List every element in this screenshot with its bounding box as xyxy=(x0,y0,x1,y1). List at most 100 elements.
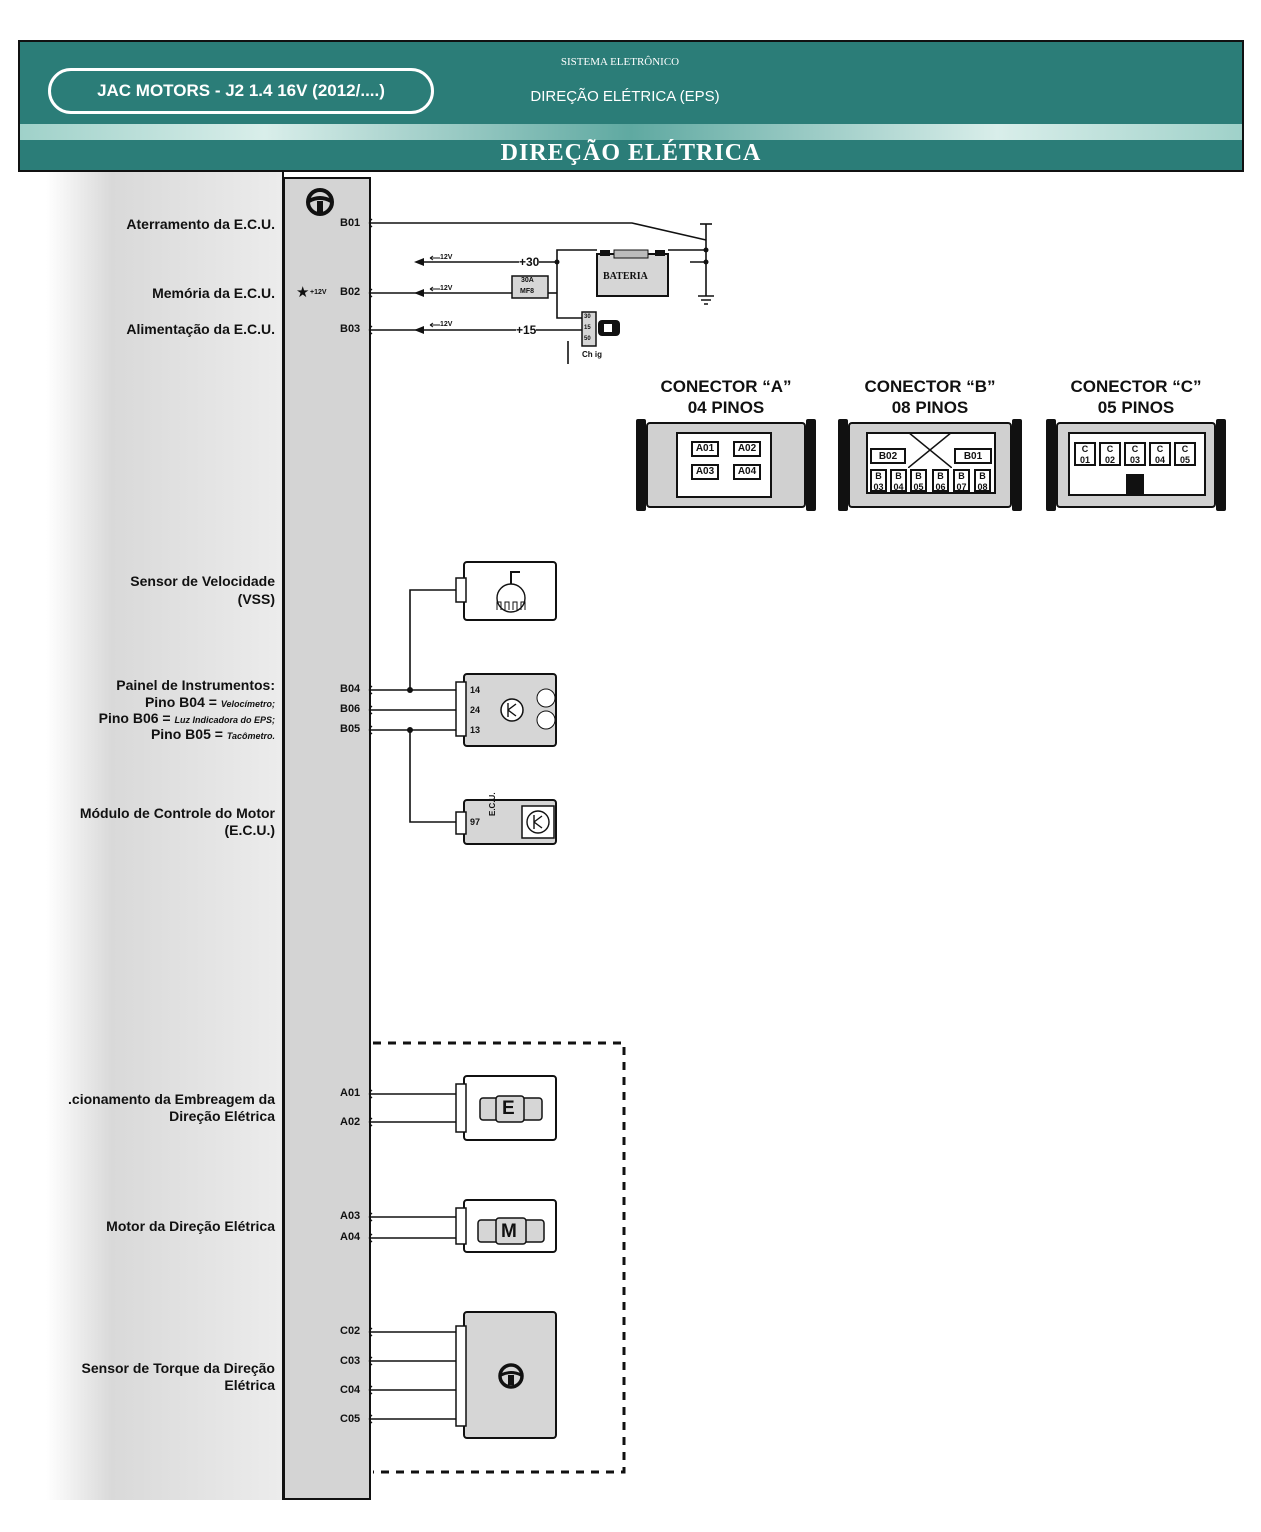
pin-b02: B02 xyxy=(340,286,361,298)
panel-pin-13: 13 xyxy=(470,725,481,735)
label-torque: Sensor de Torque da Direção xyxy=(81,1360,275,1376)
connector-c-cell: C 01 xyxy=(1074,442,1096,466)
label-panel-b05: Pino B05 = Tacômetro. xyxy=(151,726,275,742)
connector-a-cell: A01 xyxy=(691,441,719,457)
pin-a04: A04 xyxy=(340,1231,361,1243)
connector-c-latch-left xyxy=(1046,419,1056,511)
connector-c-latch-right xyxy=(1216,419,1226,511)
label-clutch: .cionamento da Embreagem da xyxy=(68,1091,275,1107)
engine-ecu-icon xyxy=(455,799,557,845)
steering-wheel-icon xyxy=(306,188,334,216)
ecm-pin-97: 97 xyxy=(470,817,481,827)
label-vss: Sensor de Velocidade xyxy=(130,573,275,589)
connector-a-cell: A04 xyxy=(733,464,761,480)
label-panel-b06-desc: Luz Indicadora do EPS; xyxy=(174,715,275,725)
connector-b-latch-left xyxy=(838,419,848,511)
terminal-15: +15 xyxy=(516,323,537,337)
fuse-name: MF8 xyxy=(520,288,534,295)
header-banner xyxy=(18,40,1244,172)
vss-sensor-icon xyxy=(455,561,557,621)
pin-c02: C02 xyxy=(340,1325,361,1337)
connector-b-keyway-icon xyxy=(908,432,952,468)
motor-letter: M xyxy=(501,1221,517,1242)
label-clutch-2: Direção Elétrica xyxy=(169,1108,275,1124)
connector-c-cell: C 02 xyxy=(1099,442,1121,466)
connector-c-key xyxy=(1126,474,1144,496)
connector-b-top-cell: B01 xyxy=(954,448,992,464)
connector-a-title: CONECTOR “A” 04 PINOS xyxy=(636,376,816,418)
pin-b01: B01 xyxy=(340,217,361,229)
clutch-actuator-icon xyxy=(455,1075,557,1141)
header-gradient-band xyxy=(20,124,1242,140)
connector-a-cell: A02 xyxy=(733,441,761,457)
pin-b05: B05 xyxy=(340,723,361,735)
ecm-label: E.C.U. xyxy=(488,792,497,816)
label-panel-b04: Pino B04 = Velocímetro; xyxy=(145,694,275,710)
eps-motor-icon xyxy=(455,1199,557,1253)
panel-pin-24: 24 xyxy=(470,705,481,715)
torque-sensor-icon xyxy=(455,1311,557,1439)
label-ground: Aterramento da E.C.U. xyxy=(126,216,275,232)
label-ecm-code: (E.C.U.) xyxy=(224,822,275,838)
label-panel-b06: Pino B06 = Luz Indicadora do EPS; xyxy=(99,710,275,726)
connector-b-cell: B 03 xyxy=(870,469,887,492)
voltage-memory: 12V xyxy=(440,285,453,292)
label-panel-b04-pin: Pino B04 = xyxy=(144,694,221,710)
label-panel: Painel de Instrumentos: xyxy=(116,677,275,693)
ignition-15: 15 xyxy=(584,325,591,331)
connector-c-pincount: 05 PINOS xyxy=(1097,398,1175,417)
battery-icon xyxy=(596,249,669,297)
system-label: SISTEMA ELETRÔNICO xyxy=(560,56,680,68)
pin-b03: B03 xyxy=(340,323,361,335)
label-power: Alimentação da E.C.U. xyxy=(126,321,275,337)
eps-group-boundary xyxy=(373,1041,626,1474)
connector-a-pincount: 04 PINOS xyxy=(687,398,765,417)
connector-c-title: CONECTOR “C” 05 PINOS xyxy=(1046,376,1226,418)
connector-c-name: CONECTOR “C” xyxy=(1070,377,1202,396)
label-vss-code: (VSS) xyxy=(237,591,275,607)
connector-b-title: CONECTOR “B” 08 PINOS xyxy=(838,376,1022,418)
pin-c04: C04 xyxy=(340,1384,361,1396)
ignition-50: 50 xyxy=(584,336,591,342)
ignition-switch-icon xyxy=(581,311,620,347)
ignition-label: Ch ig xyxy=(582,350,602,359)
pin-c03: C03 xyxy=(340,1355,361,1367)
label-motor: Motor da Direção Elétrica xyxy=(106,1218,275,1234)
connector-c-cell: C 04 xyxy=(1149,442,1171,466)
connector-c-cell: C 03 xyxy=(1124,442,1146,466)
memory-star-icon: ★ xyxy=(296,284,310,301)
connector-b-cell: B 05 xyxy=(910,469,927,492)
label-panel-b04-desc: Velocímetro; xyxy=(220,699,275,709)
connector-c-cell: C 05 xyxy=(1174,442,1196,466)
label-panel-b05-desc: Tacômetro. xyxy=(226,731,275,741)
pin-b04: B04 xyxy=(340,683,361,695)
label-torque-2: Elétrica xyxy=(224,1377,275,1393)
connector-b-cell: B 08 xyxy=(974,469,991,492)
terminal-30: +30 xyxy=(519,255,540,269)
voltage-15: 12V xyxy=(440,321,453,328)
pin-a03: A03 xyxy=(340,1210,361,1222)
connector-b-cell: B 04 xyxy=(890,469,907,492)
section-title: DIREÇÃO ELÉTRICA xyxy=(500,140,762,166)
connector-a-latch-left xyxy=(636,419,646,511)
pin-a01: A01 xyxy=(340,1087,361,1099)
fuse-icon xyxy=(511,275,549,299)
connector-b-top-cell: B02 xyxy=(870,448,906,464)
clutch-letter: E xyxy=(502,1098,515,1119)
system-name: DIREÇÃO ELÉTRICA (EPS) xyxy=(530,88,720,105)
pin-b06: B06 xyxy=(340,703,361,715)
fuse-amperage: 30A xyxy=(521,277,534,284)
memory-voltage: +12V xyxy=(310,289,327,296)
pin-c05: C05 xyxy=(340,1413,361,1425)
battery-label: BATERIA xyxy=(603,271,648,282)
label-vss-line1: Sensor de Velocidade xyxy=(130,573,275,589)
label-ecm: Módulo de Controle do Motor xyxy=(79,805,275,821)
label-memory: Memória da E.C.U. xyxy=(152,285,275,301)
connector-b-pincount: 08 PINOS xyxy=(891,398,969,417)
eps-module-bar xyxy=(283,177,371,1500)
label-panel-b05-pin: Pino B05 = xyxy=(150,726,227,742)
panel-pin-14: 14 xyxy=(470,685,481,695)
connector-b-cell: B 07 xyxy=(953,469,970,492)
connector-b-cell: B 06 xyxy=(932,469,949,492)
vehicle-model-badge: JAC MOTORS - J2 1.4 16V (2012/....) xyxy=(48,68,434,114)
